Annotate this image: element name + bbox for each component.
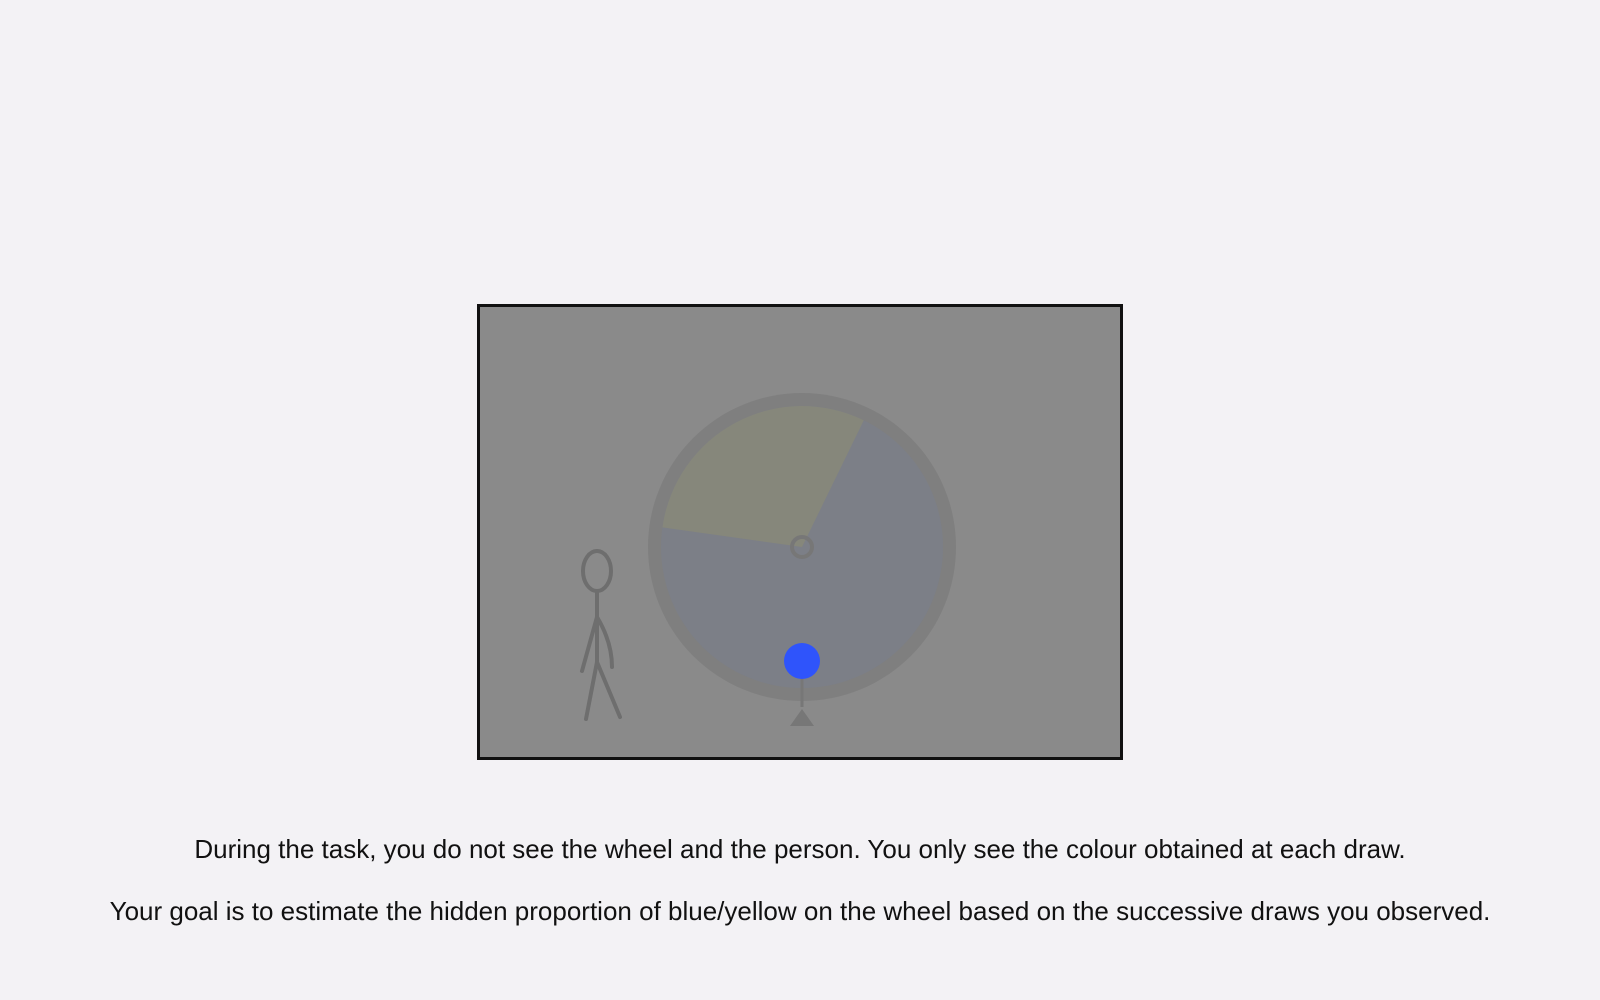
instruction-text-2: Your goal is to estimate the hidden prop…	[109, 896, 1491, 926]
instruction-text-1: During the task, you do not see the whee…	[194, 834, 1406, 864]
person-arm-right	[595, 615, 614, 669]
person-arm-left	[580, 615, 599, 673]
person-head	[581, 549, 613, 593]
drawn-ball	[784, 643, 820, 679]
task-illustration-frame	[477, 304, 1123, 760]
illustration-canvas	[580, 393, 956, 726]
wheel-hub	[790, 535, 814, 559]
wheel-segment-yellow	[662, 405, 864, 547]
person-leg-right	[595, 660, 622, 719]
stick-person	[580, 549, 622, 721]
pointer-base	[790, 709, 814, 726]
person-leg-left	[584, 660, 599, 721]
